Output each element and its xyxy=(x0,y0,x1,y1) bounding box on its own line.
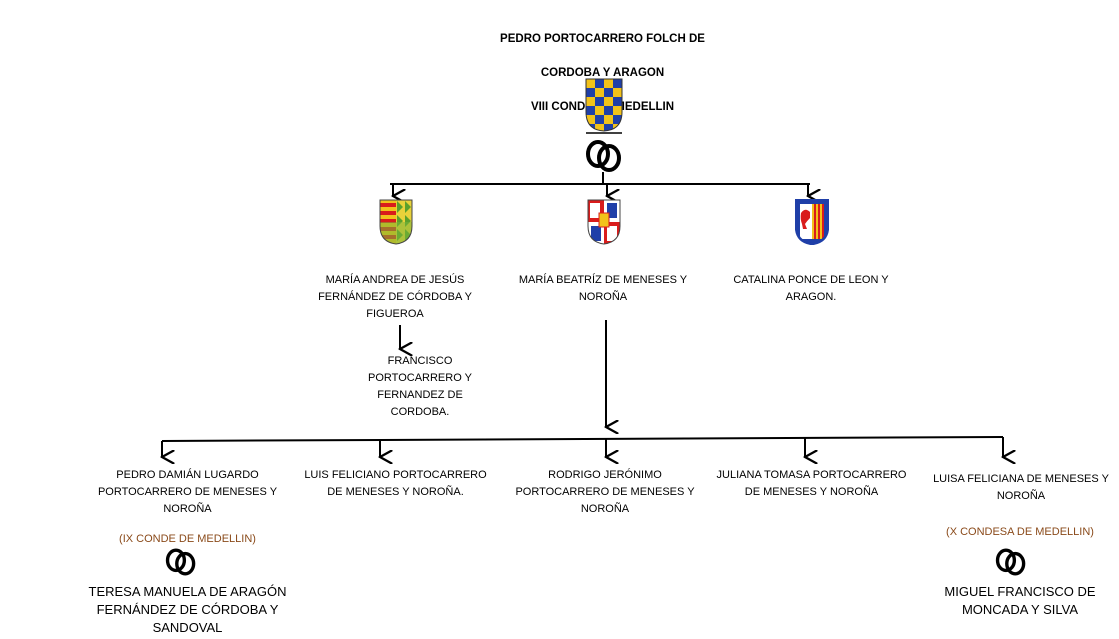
root-name-line2: CORDOBA Y ARAGON xyxy=(540,67,665,79)
child-1-title: (IX CONDE DE MEDELLIN) xyxy=(119,533,256,545)
daughter-2-name: MARÍA BEATRÍZ DE MENESES Y NOROÑA xyxy=(518,274,688,303)
striped-coat-of-arms-icon xyxy=(379,199,413,245)
quartered-coat-of-arms-icon xyxy=(587,199,621,245)
child-1-name: PEDRO DAMIÁN LUGARDO PORTOCARRERO DE MEN… xyxy=(97,469,278,515)
children-bus-line xyxy=(161,436,1004,442)
child-5-spouse: MIGUEL FRANCISCO DE MONCADA Y SILVA xyxy=(944,584,1096,617)
daughter-1-name: MARÍA ANDREA DE JESÚS FERNÁNDEZ DE CÓRDO… xyxy=(318,274,472,320)
grandson-name: FRANCISCO PORTOCARRERO Y FERNANDEZ DE CO… xyxy=(368,355,472,418)
child-5-title: (X CONDESA DE MEDELLIN) xyxy=(946,526,1094,538)
daughter-3-name: CATALINA PONCE DE LEON Y ARAGON. xyxy=(733,274,889,303)
child-1-spouse: TERESA MANUELA DE ARAGÓN FERNÁNDEZ DE CÓ… xyxy=(88,584,287,635)
root-title: VIII CONDE DE MEDELLIN xyxy=(530,101,675,113)
lion-coat-of-arms-icon xyxy=(795,199,829,245)
child-5-name: LUISA FELICIANA DE MENESES Y NOROÑA xyxy=(933,473,1109,502)
wedding-rings-icon xyxy=(586,140,621,172)
checkered-coat-of-arms-icon xyxy=(585,78,623,134)
root-person: PEDRO PORTOCARRERO FOLCH DE CORDOBA Y AR… xyxy=(470,14,735,133)
wedding-rings-icon xyxy=(995,548,1026,576)
wedding-rings-icon xyxy=(165,548,196,576)
child-3-name: RODRIGO JERÓNIMO PORTOCARRERO DE MENESES… xyxy=(515,469,695,515)
child-4-name: JULIANA TOMASA PORTOCARRERO DE MENESES Y… xyxy=(716,469,907,498)
root-name-line1: PEDRO PORTOCARRERO FOLCH DE xyxy=(500,33,705,45)
child-2-name: LUIS FELICIANO PORTOCARRERO DE MENESES Y… xyxy=(304,469,487,498)
